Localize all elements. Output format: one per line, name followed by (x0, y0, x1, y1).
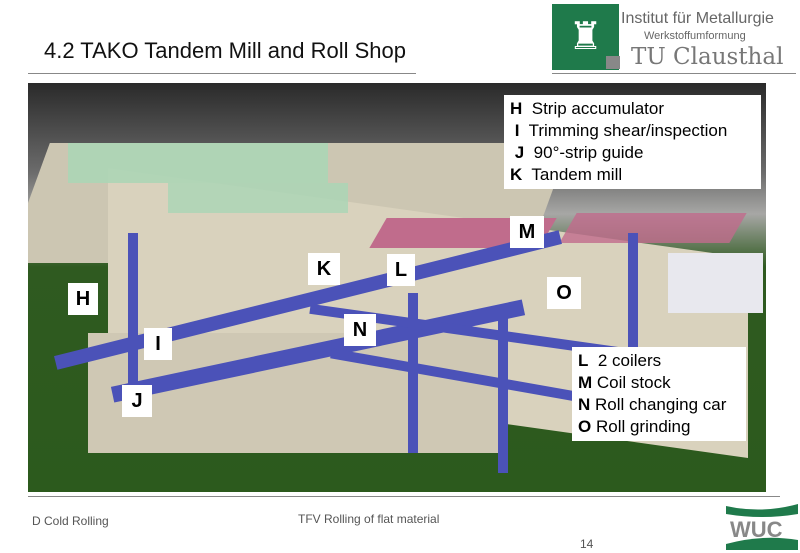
legend-top: H Strip accumulator I Trimming shear/ins… (504, 95, 761, 189)
university-crest-logo: ♜ (552, 4, 619, 70)
legend-item: N Roll changing car (578, 395, 727, 414)
marker-j: J (122, 385, 152, 417)
footer-course: TFV Rolling of flat material (298, 512, 440, 526)
marker-k: K (308, 253, 340, 285)
legend-item: I Trimming shear/inspection (514, 121, 728, 140)
legend-item: M Coil stock (578, 373, 671, 392)
marker-o: O (547, 277, 581, 309)
university-name: TU Clausthal (631, 44, 784, 70)
institute-name: Institut für Metallurgie (621, 10, 774, 27)
divider (552, 73, 796, 74)
logo-square (606, 56, 620, 69)
legend-item: L 2 coilers (578, 351, 662, 370)
divider (28, 496, 780, 497)
crest-icon: ♜ (568, 16, 603, 58)
legend-item: J 90°-strip guide (514, 143, 644, 162)
divider (28, 73, 416, 74)
svg-text:WUC: WUC (730, 517, 783, 542)
plant-rendering: H I J K L M N O H Strip accumulator I Tr… (28, 83, 766, 492)
wuc-logo: WUC (726, 504, 798, 550)
marker-i: I (144, 328, 172, 360)
legend-item: H Strip accumulator (510, 99, 665, 118)
department-name: Werkstoffumformung (644, 30, 746, 42)
page-number: 14 (580, 537, 594, 551)
legend-bottom: L 2 coilers M Coil stock N Roll changing… (572, 347, 746, 441)
marker-l: L (387, 254, 415, 286)
legend-item: O Roll grinding (578, 417, 691, 436)
marker-m: M (510, 216, 544, 248)
legend-item: K Tandem mill (510, 165, 623, 184)
page-title: 4.2 TAKO Tandem Mill and Roll Shop (44, 38, 406, 63)
footer-chapter: D Cold Rolling (32, 514, 109, 528)
marker-h: H (68, 283, 98, 315)
marker-n: N (344, 314, 376, 346)
